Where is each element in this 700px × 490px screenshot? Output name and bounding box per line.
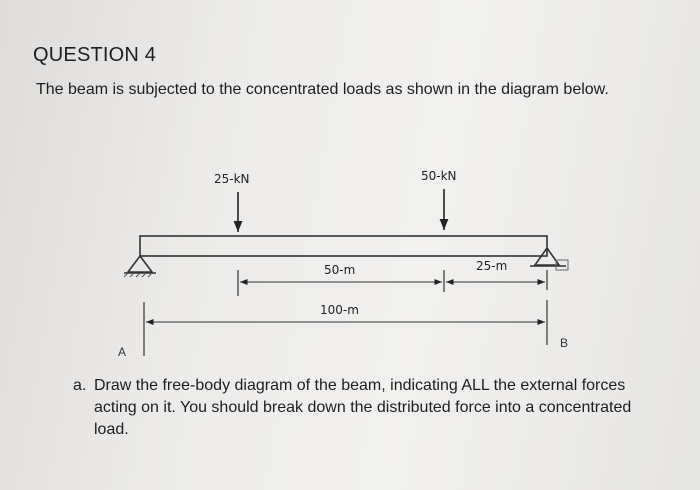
task-text: Draw the free-body diagram of the beam, … (94, 377, 632, 438)
question-intro: The beam is subjected to the concentrate… (36, 81, 609, 98)
dim-label-total: 100-m (320, 303, 359, 317)
dim-label-right: 25-m (476, 259, 507, 273)
right-pin-support (530, 246, 569, 271)
task-marker: a. (73, 377, 87, 394)
load-label-right: 50-kN (421, 169, 457, 183)
left-pin-support (123, 254, 156, 278)
question-title: QUESTION 4 (33, 44, 157, 66)
dim-label-inner: 50-m (324, 263, 355, 277)
beam (139, 235, 548, 257)
load-label-left: 25-kN (214, 172, 250, 186)
point-label-b: B (560, 336, 568, 350)
point-label-a: A (118, 345, 126, 359)
